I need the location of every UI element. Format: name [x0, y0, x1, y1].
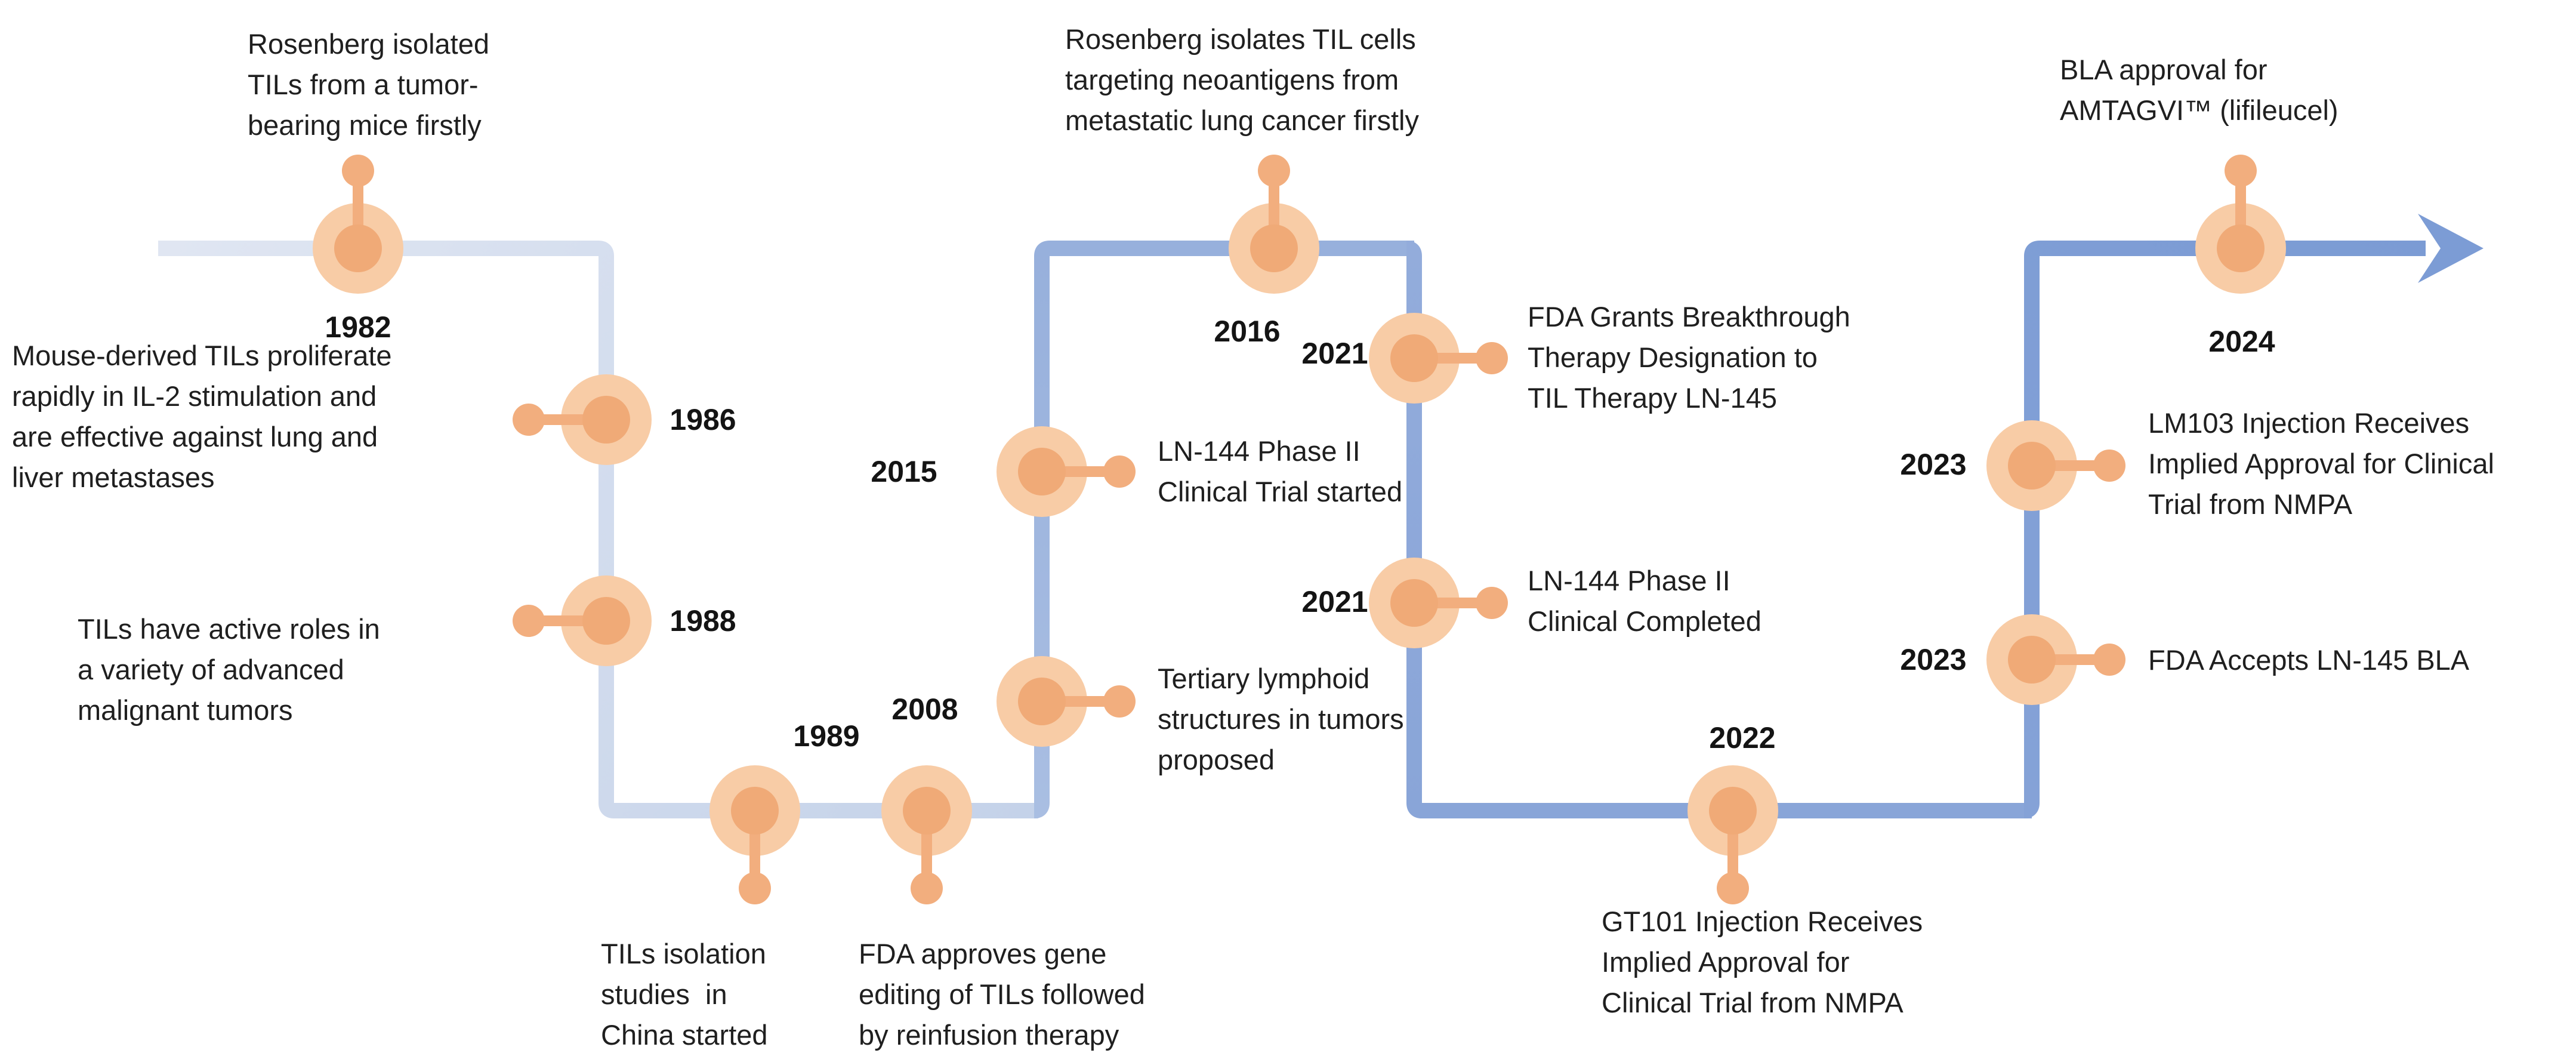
event-label-gt101: GT101 Injection Receives Implied Approva…	[1602, 906, 1923, 1018]
node-stem-dot	[1258, 155, 1290, 187]
event-label-fda-breakthrough: FDA Grants Breakthrough Therapy Designat…	[1528, 301, 1850, 414]
event-label-rosenberg-isolated: Rosenberg isolated TILs from a tumor- be…	[248, 28, 489, 141]
node-inner-circle	[582, 396, 630, 444]
node-inner-circle	[1709, 787, 1757, 835]
timeline-segment-3	[1406, 241, 2032, 818]
node-inner-circle	[334, 224, 382, 272]
node-inner-circle	[1390, 334, 1438, 382]
event-label-tils-isolation-china: TILs isolation studies in China started	[601, 938, 768, 1051]
node-inner-circle	[1250, 224, 1298, 272]
node-stem-dot	[342, 155, 374, 187]
event-label-mouse-derived-tils: Mouse-derived TILs proliferate rapidly i…	[12, 340, 392, 493]
node-inner-circle	[2008, 636, 2056, 684]
year-label-2024: 2024	[2208, 325, 2275, 358]
node-stem-dot	[911, 872, 943, 904]
node-inner-circle	[582, 597, 630, 645]
node-stem-dot	[1476, 587, 1508, 619]
year-label-1986: 1986	[670, 403, 736, 436]
node-inner-circle	[1018, 678, 1066, 725]
event-label-tils-active-roles: TILs have active roles in a variety of a…	[78, 613, 380, 726]
arrowhead-icon	[2418, 214, 2484, 283]
event-label-fda-accepts-bla: FDA Accepts LN-145 BLA	[2148, 644, 2470, 676]
year-label-1982: 1982	[325, 310, 391, 344]
event-label-bla-approval-amtagvi: BLA approval for AMTAGVI™ (lifileucel)	[2060, 54, 2339, 126]
timeline-segment-2	[1034, 241, 1414, 818]
year-label-2023-lm103: 2023	[1900, 448, 1967, 481]
event-label-tertiary-lymphoid: Tertiary lymphoid structures in tumors p…	[1158, 663, 1404, 775]
year-label-2021-completed: 2021	[1301, 585, 1368, 618]
node-stem-dot	[739, 872, 771, 904]
node-inner-circle	[903, 787, 951, 835]
timeline-segment-1	[158, 241, 1038, 818]
year-label-2022: 2022	[1709, 721, 1776, 755]
node-stem-dot	[1717, 872, 1749, 904]
timeline-segment-4	[2023, 241, 2426, 818]
node-stem-dot	[1103, 455, 1136, 488]
node-inner-circle	[731, 787, 779, 835]
node-stem-dot	[1103, 685, 1136, 718]
node-inner-circle	[1390, 579, 1438, 627]
node-stem-dot	[513, 605, 545, 637]
event-label-ln144-completed: LN-144 Phase II Clinical Completed	[1528, 565, 1761, 637]
node-stem-dot	[2225, 155, 2257, 187]
node-inner-circle	[2217, 224, 2265, 272]
year-label-2008: 2008	[891, 692, 958, 726]
event-label-lm103: LM103 Injection Receives Implied Approva…	[2148, 407, 2494, 520]
node-stem-dot	[2093, 450, 2125, 482]
year-label-1988: 1988	[670, 604, 736, 638]
year-label-1989: 1989	[793, 719, 860, 753]
year-label-2023-bla: 2023	[1900, 643, 1967, 676]
node-stem-dot	[513, 404, 545, 436]
event-label-fda-gene-editing: FDA approves gene editing of TILs follow…	[859, 938, 1145, 1051]
node-stem-dot	[1476, 342, 1508, 374]
node-inner-circle	[2008, 442, 2056, 490]
node-stem-dot	[2093, 644, 2125, 676]
year-label-2016: 2016	[1214, 315, 1281, 348]
node-inner-circle	[1018, 448, 1066, 495]
event-label-ln144-trial-started: LN-144 Phase II Clinical Trial started	[1158, 435, 1403, 507]
year-label-2021-btd: 2021	[1301, 337, 1368, 370]
event-label-rosenberg-isolates-til: Rosenberg isolates TIL cells targeting n…	[1065, 23, 1419, 136]
year-label-2015: 2015	[871, 455, 937, 488]
